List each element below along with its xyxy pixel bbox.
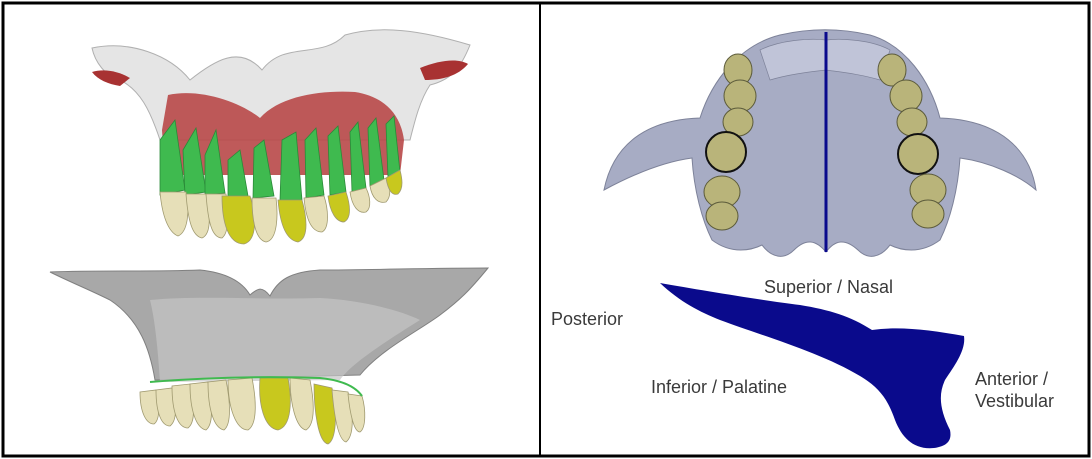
label-posterior: Posterior — [551, 308, 623, 330]
label-inferior-palatine: Inferior / Palatine — [651, 376, 787, 398]
label-anterior-line2: Vestibular — [975, 390, 1054, 412]
label-anterior-vestibular: Anterior / Vestibular — [975, 368, 1054, 412]
label-anterior-line1: Anterior / — [975, 368, 1054, 390]
label-superior-nasal: Superior / Nasal — [764, 276, 893, 298]
